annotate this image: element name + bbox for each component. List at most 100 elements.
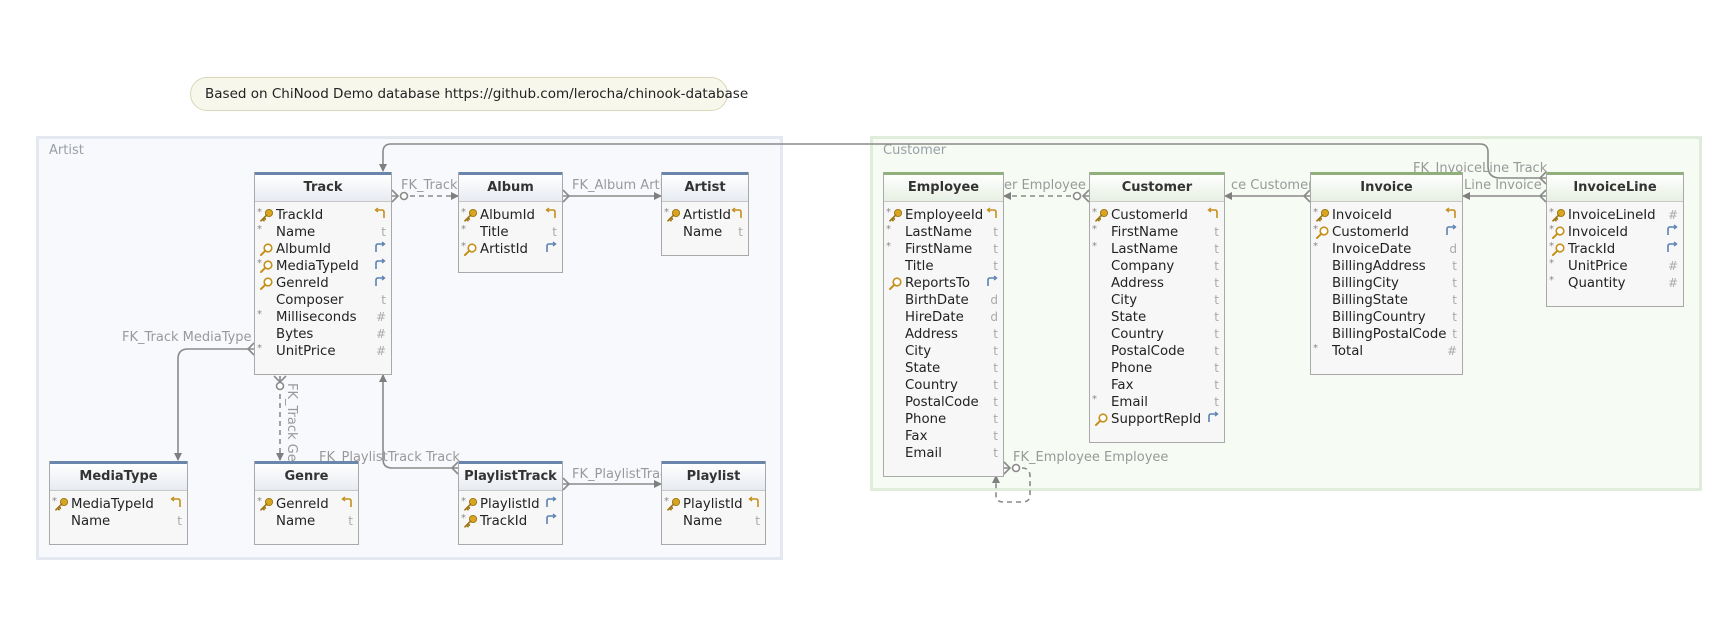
column-row[interactable]: *ArtistId	[459, 241, 562, 258]
column-row[interactable]: *Total#	[1311, 343, 1462, 360]
column-row[interactable]: *PlaylistId	[459, 496, 562, 513]
column-row[interactable]: *InvoiceId	[1547, 224, 1683, 241]
column-row[interactable]: *TrackId	[459, 513, 562, 530]
column-name: HireDate	[905, 310, 964, 325]
column-row[interactable]: *MediaTypeId	[50, 496, 187, 513]
primary-key-arrow-icon	[170, 496, 182, 513]
column-row[interactable]: *InvoiceId	[1311, 207, 1462, 224]
diagram-note[interactable]: Based on ChiNood Demo database https://g…	[190, 77, 748, 111]
required-marker: *	[1092, 394, 1097, 405]
column-row[interactable]: *Milliseconds#	[255, 309, 391, 326]
column-type: #	[1667, 276, 1678, 290]
column-row[interactable]: SupportRepId	[1090, 411, 1224, 428]
entity-invoice[interactable]: Invoice *InvoiceId*CustomerId*InvoiceDate…	[1310, 172, 1463, 375]
entity-title[interactable]: Artist	[662, 172, 748, 202]
entity-title[interactable]: MediaType	[50, 461, 187, 491]
entity-invoiceline[interactable]: InvoiceLine *InvoiceLineId#*InvoiceId*Tra…	[1546, 172, 1684, 307]
column-row[interactable]: ReportsTo	[884, 275, 1003, 292]
entity-title[interactable]: Track	[255, 172, 391, 202]
entity-playlisttrack[interactable]: PlaylistTrack*PlaylistId*TrackId	[458, 461, 563, 545]
label-fk-track-mediatype: FK_Track MediaType	[122, 330, 252, 345]
label-fk-playlisttrack-playlist: FK_PlaylistTrac	[572, 467, 668, 482]
foreign-key-icon	[1094, 412, 1109, 427]
column-row[interactable]: *TrackId	[255, 207, 391, 224]
column-row[interactable]: Bytes#	[255, 326, 391, 343]
column-row[interactable]: *InvoiceLineId#	[1547, 207, 1683, 224]
column-row[interactable]: GenreId	[255, 275, 391, 292]
entity-title[interactable]: InvoiceLine	[1547, 172, 1683, 202]
column-row[interactable]: *CustomerId	[1090, 207, 1224, 224]
entity-title[interactable]: Invoice	[1311, 172, 1462, 202]
entity-title[interactable]: PlaylistTrack	[459, 461, 562, 491]
column-row[interactable]: *ArtistId	[662, 207, 748, 224]
column-row[interactable]: AlbumId	[255, 241, 391, 258]
column-type: t	[1452, 293, 1457, 307]
column-type: #	[375, 310, 386, 324]
column-row[interactable]: *UnitPrice#	[1547, 258, 1683, 275]
column-row[interactable]: *Quantity#	[1547, 275, 1683, 292]
column-row[interactable]: *TrackId	[1547, 241, 1683, 258]
column-row[interactable]: *CustomerId	[1311, 224, 1462, 241]
entity-title[interactable]: Customer	[1090, 172, 1224, 202]
entity-title[interactable]: Genre	[255, 461, 358, 491]
entity-title[interactable]: Playlist	[662, 461, 765, 491]
column-row[interactable]: *PlaylistId	[662, 496, 765, 513]
column-name: MediaTypeId	[276, 259, 359, 274]
required-marker: *	[1549, 207, 1554, 218]
column-row[interactable]: *GenreId	[255, 496, 358, 513]
column-row[interactable]: *MediaTypeId	[255, 258, 391, 275]
column-row[interactable]: *AlbumId	[459, 207, 562, 224]
column-row[interactable]: *EmployeeId	[884, 207, 1003, 224]
column-row[interactable]: *UnitPrice#	[255, 343, 391, 360]
entity-title[interactable]: Album	[459, 172, 562, 202]
column-list: *PlaylistId*TrackId	[459, 491, 562, 530]
entity-title[interactable]: Employee	[884, 172, 1003, 202]
column-name: MediaTypeId	[71, 497, 154, 512]
